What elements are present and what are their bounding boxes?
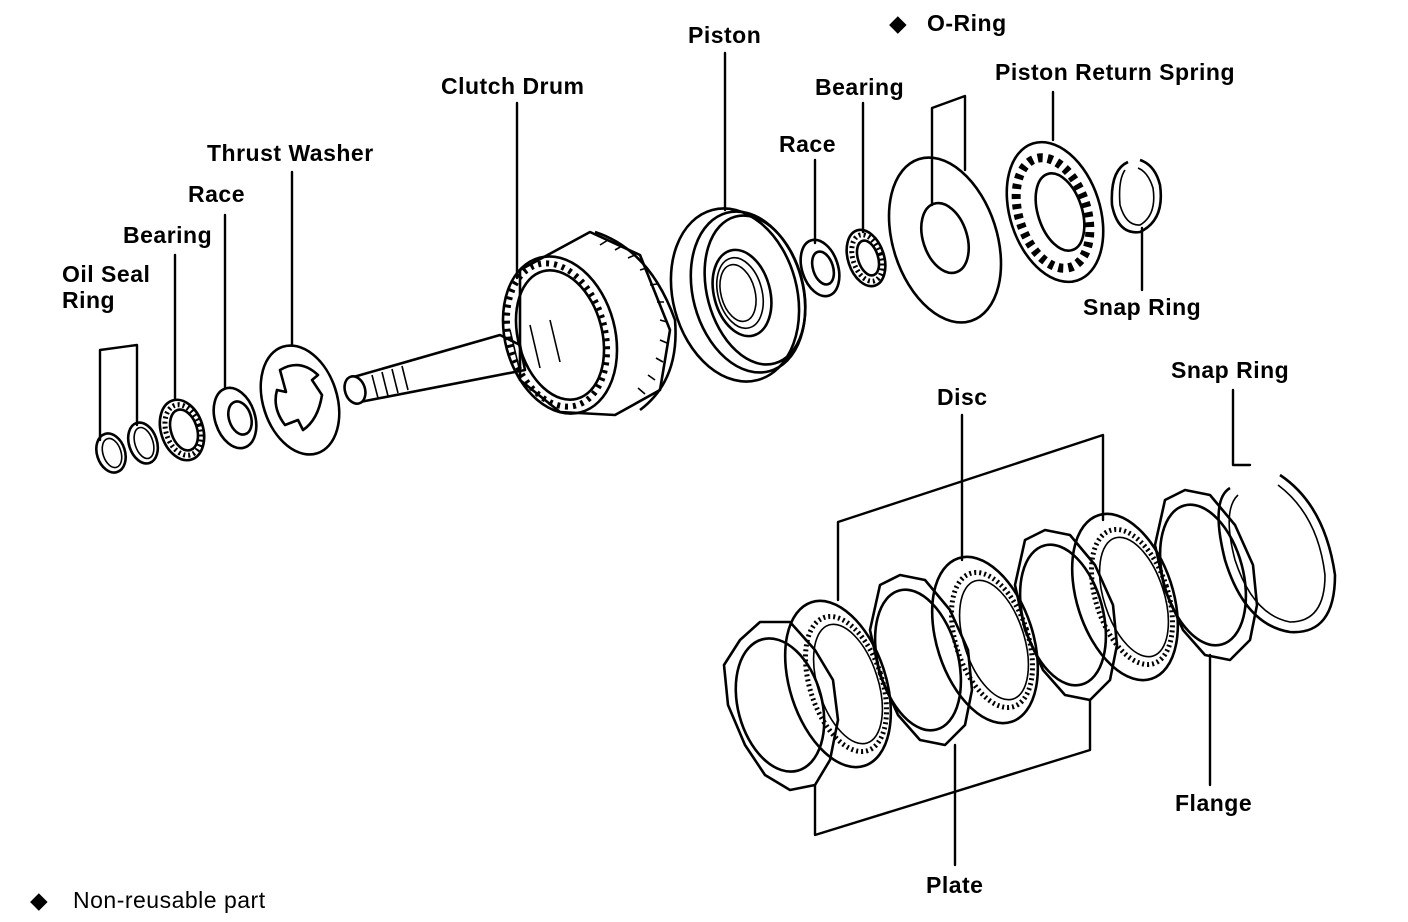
plate-1 — [722, 620, 840, 792]
piston-label: Piston — [688, 22, 761, 48]
clutch-pack — [722, 473, 1337, 792]
flange-label: Flange — [1175, 790, 1252, 816]
snap-ring-lower-leader — [1231, 388, 1252, 467]
disc-label: Disc — [937, 384, 988, 410]
disc-1 — [783, 599, 893, 769]
snap-ring-upper-part — [1110, 158, 1163, 234]
bearing-right-part — [845, 228, 887, 288]
o-ring-symbol: ◆ — [889, 10, 907, 36]
o-ring-label: O-Ring — [927, 10, 1007, 36]
oil-seal-ring-label-line1: Oil Seal — [62, 261, 150, 287]
piston-return-spring-part — [1005, 140, 1105, 284]
legend-symbol: ◆ — [30, 887, 48, 913]
plate-2 — [868, 573, 974, 747]
snap-ring-lower-part — [1217, 473, 1337, 634]
clutch-drum-label: Clutch Drum — [441, 73, 585, 99]
race-left-part — [212, 386, 258, 450]
bearing-left-part — [158, 398, 206, 462]
disc-3 — [1070, 512, 1180, 682]
disc-bracket-leader — [836, 433, 1105, 602]
plate-bracket-leader — [813, 698, 1092, 837]
oil-seal-ring-part — [95, 432, 127, 474]
o-ring-part — [887, 156, 1003, 324]
snap-ring-upper-label: Snap Ring — [1083, 294, 1201, 320]
oil-seal-ring-leader — [98, 343, 139, 442]
flange-part — [1153, 488, 1259, 662]
thrust-washer-label: Thrust Washer — [207, 140, 374, 166]
disc-2 — [930, 555, 1040, 725]
bearing-right-label: Bearing — [815, 74, 904, 100]
race-right-part — [799, 238, 841, 298]
oil-seal-ring-label-line2: Ring — [62, 287, 115, 313]
thrust-washer-part — [259, 344, 341, 456]
legend-text: Non-reusable part — [73, 887, 266, 913]
race-right-label: Race — [779, 131, 836, 157]
plate-3 — [1013, 528, 1119, 702]
plate-label: Plate — [926, 872, 983, 898]
snap-ring-lower-label: Snap Ring — [1171, 357, 1289, 383]
bearing-left-label: Bearing — [123, 222, 212, 248]
clutch-drum-part — [343, 230, 677, 417]
oil-seal-ring-part-2 — [126, 421, 160, 465]
piston-part — [669, 207, 807, 383]
race-left-label: Race — [188, 181, 245, 207]
leader-lines — [98, 51, 1252, 867]
o-ring-leader — [930, 94, 967, 207]
piston-return-spring-label: Piston Return Spring — [995, 59, 1235, 85]
